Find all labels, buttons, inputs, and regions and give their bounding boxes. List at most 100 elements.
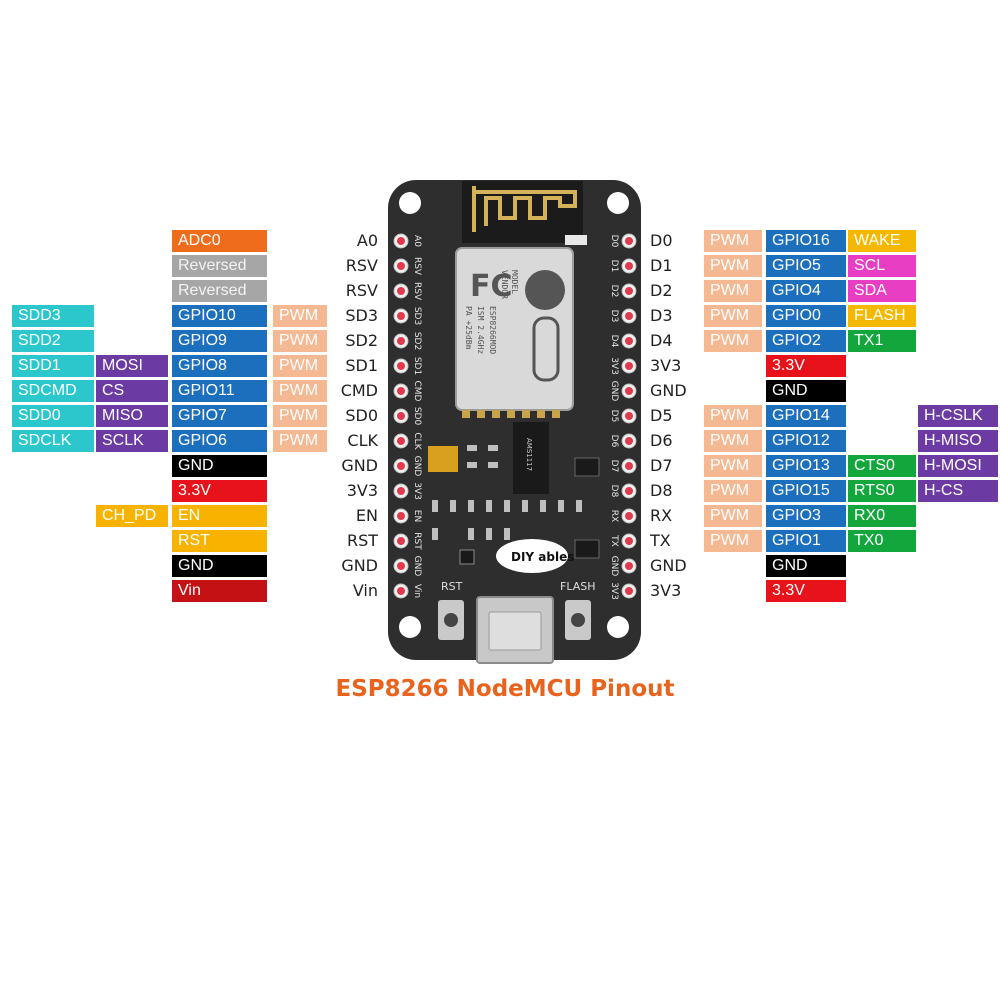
flash-silk-label: FLASH — [560, 580, 596, 593]
wifi-logo — [532, 316, 560, 382]
right-pin-name: 3V3 — [650, 356, 682, 375]
left-pin-silkscreen: CLK — [412, 432, 422, 450]
left-label-gpio: GPIO6 — [172, 430, 267, 452]
right-pin-silkscreen: TX — [609, 534, 619, 547]
module-text-block: MODEL VENDOR ESP8266MOD ISM 2.4GHz PA +2… — [464, 270, 519, 354]
left-header-pin-hole — [397, 387, 405, 395]
left-label-sd: SDCLK — [12, 430, 94, 452]
module-pads — [462, 410, 560, 418]
right-pin-name: TX — [650, 531, 671, 550]
right-label-pwm: PWM — [704, 330, 762, 352]
smd-components — [432, 445, 582, 540]
left-label-gpio: GPIO8 — [172, 355, 267, 377]
regulator-label: AMS1117 — [525, 438, 533, 471]
left-label-reversed: Reversed — [172, 280, 267, 302]
left-label-spi: SCLK — [96, 430, 168, 452]
right-label-gpio: GPIO4 — [766, 280, 846, 302]
right-label-gpio: GPIO3 — [766, 505, 846, 527]
right-header-pin-hole — [625, 312, 633, 320]
left-label-power: 3.3V — [172, 480, 267, 502]
right-label-power: 3.3V — [766, 355, 846, 377]
left-pin-silkscreen: SD1 — [412, 357, 422, 375]
right-header-pin-hole — [625, 287, 633, 295]
left-label-en: EN — [172, 505, 267, 527]
diyables-logo — [496, 539, 568, 573]
left-label-sd: SDCMD — [12, 380, 94, 402]
right-label-pwm: PWM — [704, 280, 762, 302]
right-label-hspi: H-CSLK — [918, 405, 998, 427]
left-pin-silkscreen: GND — [412, 456, 422, 477]
right-pin-silkscreen: D4 — [609, 335, 619, 348]
module-text: VENDOR — [500, 270, 509, 299]
transistor — [574, 539, 600, 559]
right-label-pwm: PWM — [704, 455, 762, 477]
right-label-pwm: PWM — [704, 530, 762, 552]
right-pin-silkscreen: D0 — [609, 235, 619, 248]
left-pin-name: GND — [341, 456, 378, 475]
logo-text: DIY ables — [511, 550, 574, 564]
right-pin-name: D8 — [650, 481, 673, 500]
rst-button-cap[interactable] — [444, 613, 458, 627]
right-header-pin-hole — [625, 412, 633, 420]
transistor — [574, 457, 600, 477]
right-pin-silkscreen: GND — [609, 556, 619, 577]
right-label-uart: TX1 — [848, 330, 916, 352]
left-header-pin-hole — [397, 512, 405, 520]
right-label-pwm: PWM — [704, 305, 762, 327]
left-header-pin-hole — [397, 437, 405, 445]
left-label-spi: MISO — [96, 405, 168, 427]
left-label-sd: SDD0 — [12, 405, 94, 427]
left-label-gpio: GPIO7 — [172, 405, 267, 427]
left-pin-name: CLK — [347, 431, 378, 450]
left-pin-silkscreen: A0 — [412, 235, 422, 247]
right-label-uart: TX0 — [848, 530, 916, 552]
left-label-vin: Vin — [172, 580, 267, 602]
right-pin-silkscreen: 3V3 — [609, 357, 619, 375]
right-pin-silkscreen: D1 — [609, 260, 619, 273]
right-label-hspi: H-MISO — [918, 430, 998, 452]
right-header-pin-hole — [625, 437, 633, 445]
left-header-pin-hole — [397, 462, 405, 470]
left-label-gnd: GND — [172, 555, 267, 577]
flash-button-cap[interactable] — [571, 613, 585, 627]
right-label-power: 3.3V — [766, 580, 846, 602]
right-pin-silkscreen: GND — [609, 381, 619, 402]
right-header-pin-hole — [625, 512, 633, 520]
right-header-pin-hole — [625, 237, 633, 245]
right-label-uart: RTS0 — [848, 480, 916, 502]
right-label-gpio: GPIO14 — [766, 405, 846, 427]
left-pin-silkscreen: SD0 — [412, 407, 422, 426]
left-header-pin-hole — [397, 487, 405, 495]
left-header-pin-hole — [397, 412, 405, 420]
right-label-flash: FLASH — [848, 305, 916, 327]
left-pin-silkscreen: RSV — [412, 257, 422, 276]
right-label-gpio: GPIO2 — [766, 330, 846, 352]
right-pin-silkscreen: D2 — [609, 285, 619, 298]
mounting-hole — [607, 616, 629, 638]
left-label-en: CH_PD — [96, 505, 168, 527]
left-pin-silkscreen: CMD — [412, 381, 422, 402]
left-label-pwm: PWM — [273, 380, 327, 402]
right-header-pin-hole — [625, 337, 633, 345]
left-header-pin-hole — [397, 587, 405, 595]
left-pin-silkscreen: RST — [412, 532, 422, 550]
right-label-pwm: PWM — [704, 230, 762, 252]
left-label-reversed: Reversed — [172, 255, 267, 277]
left-pin-silkscreen: SD3 — [412, 307, 422, 325]
left-header-pin-hole — [397, 537, 405, 545]
left-label-pwm: PWM — [273, 305, 327, 327]
module-text: PA +25dBm — [464, 306, 473, 350]
left-label-sd: SDD3 — [12, 305, 94, 327]
right-label-gpio: GPIO1 — [766, 530, 846, 552]
antenna-trace — [472, 186, 577, 232]
module-text: MODEL — [510, 270, 519, 294]
left-pin-name: GND — [341, 556, 378, 575]
right-label-gpio: GPIO5 — [766, 255, 846, 277]
right-pin-name: GND — [650, 381, 687, 400]
left-pin-name: SD2 — [345, 331, 378, 350]
right-label-wake: WAKE — [848, 230, 916, 252]
right-pin-name: 3V3 — [650, 581, 682, 600]
left-label-adc: ADC0 — [172, 230, 267, 252]
